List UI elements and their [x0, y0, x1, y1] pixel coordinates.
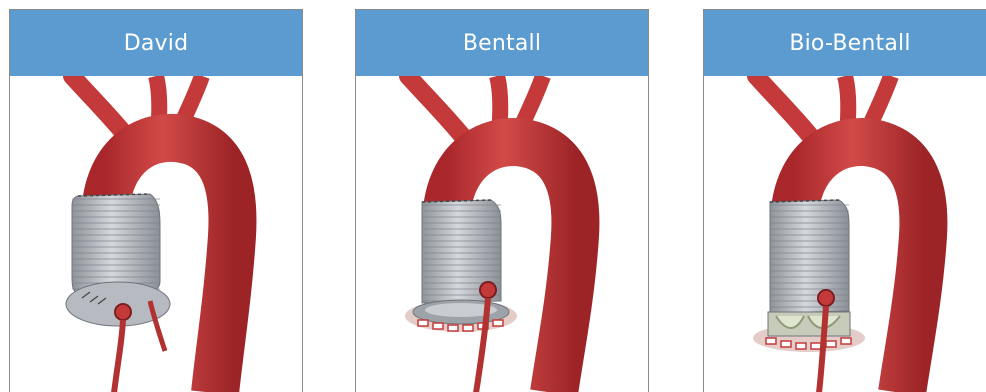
bentall-aortic-graft-illustration [356, 76, 648, 392]
panel-title: Bio-Bentall [704, 10, 986, 76]
david-aortic-graft-illustration [10, 76, 302, 392]
panel-bentall: Bentall [355, 9, 649, 392]
panel-title: David [10, 10, 302, 76]
panel-david: David [9, 9, 303, 392]
panel-title: Bentall [356, 10, 648, 76]
panel-bio-bentall: Bio-Bentall [703, 9, 986, 392]
bio-bentall-aortic-graft-illustration [704, 76, 986, 392]
